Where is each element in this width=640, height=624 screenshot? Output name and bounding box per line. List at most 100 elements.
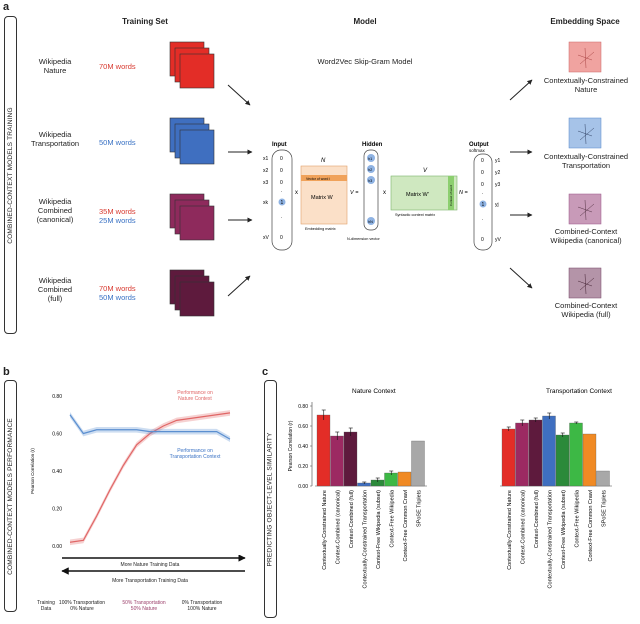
embedding-matrix-label: Embedding matrix [305,227,336,231]
c-category-label: Context-Combined (canonical) [520,490,526,564]
net-x2: x [383,190,386,196]
c-bar [542,415,556,487]
syntactic-label: Syntactic context matrix [395,213,435,217]
net-h1: h1 [368,157,372,161]
header-model: Model [353,17,377,26]
net-in-k: xk [263,200,269,206]
net-in-0a: 0 [280,156,283,162]
embedding-combined-full-square [568,267,602,299]
net-in-3: x3 [263,180,269,186]
c-category-label: Context-Combined (full) [534,490,540,548]
c-ytick: 0.60 [298,424,308,430]
arrow-out-1 [509,79,533,101]
b-ytick: 0.00 [52,544,62,550]
net-in-0c: 0 [280,180,283,186]
panel-a-side-label: COMBINED-CONTEXT MODELS TRAINING [4,16,17,334]
combined-canonical-doc-stack [169,193,215,241]
net-out-0a: 0 [481,158,484,164]
matrix-w2-col [448,176,454,210]
net-output-label: Output [469,142,489,148]
net-y3: y3 [495,182,501,188]
panel-c-side-label: PREDICTING OBJECT-LEVEL SIMILARITY [264,380,277,618]
net-V: V [423,168,428,174]
ndim-label: N-dimension vector [347,237,380,241]
net-V-eq: V = [350,190,359,196]
net-in-dot1: . [281,188,282,194]
c-group-title: Nature Context [352,388,396,395]
header-embedding-space: Embedding Space [550,17,620,26]
panel-b-line-chart: Pearson Correlation (r)0.000.200.400.600… [30,394,231,550]
b-ytick: 0.40 [52,469,62,475]
b-series-band [70,411,230,442]
c-bar [411,440,425,487]
panel-b-side-label: COMBINED-CONTEXT MODELS PERFORMANCE [4,380,17,612]
net-out-1val: 1 [482,202,485,208]
embedding-combined-canonical-square [568,193,602,225]
c-group-title: Transportation Context [546,388,612,395]
nature-doc-stack [169,41,215,89]
c-category-label: Contextually-Constrained Nature [322,490,328,570]
c-category-label: Contextually-Constrained Nature [507,490,513,570]
panel-b-side-text: COMBINED-CONTEXT MODELS PERFORMANCE [7,417,15,575]
net-hN: hN [368,220,373,224]
net-yj: yj [495,202,499,208]
net-y1: y1 [495,158,501,164]
panel-c-bar-chart: Pearson Correlation (r)0.000.200.400.600… [288,388,612,588]
arrow-out-4 [509,267,533,289]
c-bar [515,422,529,487]
net-hidden-label: Hidden [362,142,383,148]
label-more-nature: More Nature Training Data [120,562,180,568]
net-in-2: x2 [263,168,269,174]
net-input-label: Input [272,142,287,148]
c-category-label: Context-Free Wikipedia (subset) [376,490,382,569]
hidden-node-N [367,217,375,225]
c-bar [316,414,331,487]
output-one-node [479,200,487,208]
c-ytick: 0.00 [298,484,308,490]
net-h2: h2 [368,168,372,172]
panel-c-letter: c [262,366,269,378]
arrow-in-4 [227,275,251,297]
c-category-label: Context-Combined (canonical) [335,490,341,564]
hidden-vector-box [363,149,379,231]
panel-b-arrows [61,555,246,575]
panel-a-letter: a [3,1,10,13]
net-in-v: xV [263,235,270,241]
net-in-1val: 1 [281,200,284,206]
input-vector-box [271,149,293,251]
b-ytick: 0.80 [52,394,62,400]
header-training-set: Training Set [122,17,168,26]
embedding-transport-square [568,117,602,149]
context-word-label: Context of word [449,185,453,206]
matrix-w2-label: Matrix W' [406,192,429,198]
c-bar [528,419,543,487]
net-out-0c: 0 [481,182,484,188]
matrix-w-label: Matrix W [311,195,334,201]
c-category-label: Contextually-Constrained Transportation [547,490,553,588]
vector-word-label: Vector of word i [306,177,330,181]
matrix-w2-box [390,175,458,211]
net-out-dot2: . [482,216,483,222]
c-bar [343,431,358,487]
c-category-label: Context-Free Common Crawl [588,490,594,562]
net-N-eq: N = [459,190,469,196]
c-category-label: SPoSE Triplets [601,490,607,527]
combined-full-doc-stack [169,269,215,317]
row1-count: 70M words [99,62,136,71]
b-ytick: 0.20 [52,507,62,513]
c-bar [582,433,597,487]
net-in-0d: 0 [280,235,283,241]
panel-c-side-text: PREDICTING OBJECT-LEVEL SIMILARITY [267,431,274,567]
c-bar [397,471,412,487]
